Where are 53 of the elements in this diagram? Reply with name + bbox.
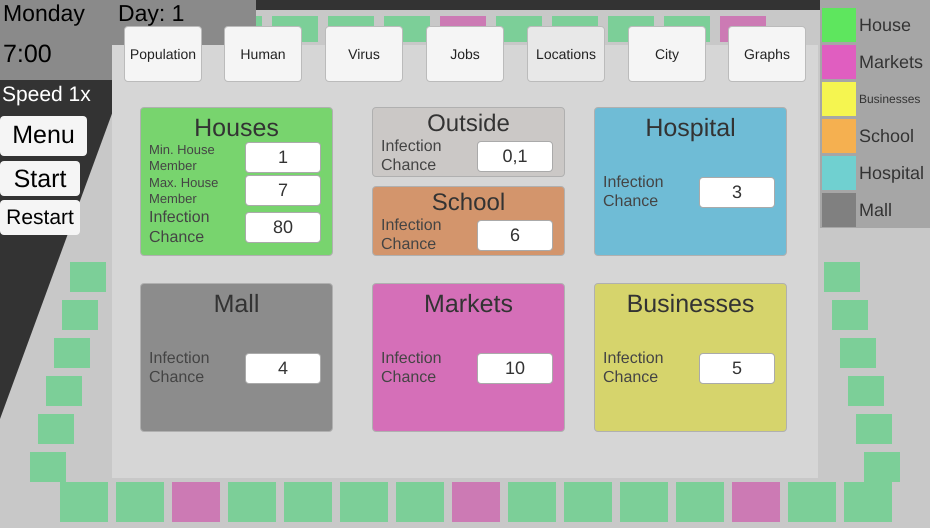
value-field: 3 <box>699 176 775 208</box>
card-title: Outside <box>427 112 510 136</box>
value-field: 1 <box>245 142 321 174</box>
location-card <box>594 283 787 432</box>
value-field: 5 <box>699 352 775 384</box>
tab-button: Locations <box>527 26 605 82</box>
location-card <box>594 107 787 256</box>
settings-panel <box>112 45 818 478</box>
field-label: Infection Chance <box>603 348 664 388</box>
time-label: 7:00 <box>3 42 52 67</box>
field-label: Infection Chance <box>381 348 442 388</box>
value-field: 6 <box>477 220 553 250</box>
location-card <box>372 283 565 432</box>
menu-button: Menu <box>0 116 87 156</box>
location-card <box>372 107 565 177</box>
legend-label: Businesses <box>859 92 920 104</box>
field-label: Infection Chance <box>381 136 442 176</box>
start-button: Start <box>0 161 80 196</box>
location-card <box>140 283 333 432</box>
card-title: Markets <box>424 292 513 317</box>
legend-label: House <box>859 16 912 34</box>
field-label: Infection Chance <box>149 208 210 247</box>
card-title: Mall <box>214 292 260 317</box>
legend-label: Mall <box>859 200 892 218</box>
field-label: Min. House Member <box>149 142 216 174</box>
tab-button: Population <box>124 26 202 82</box>
card-title: Hospital <box>645 116 736 141</box>
value-field: 4 <box>245 352 321 384</box>
card-title: Houses <box>194 116 279 141</box>
tab-button: Jobs <box>426 26 504 82</box>
day-label: Monday <box>3 2 85 25</box>
tab-button: Virus <box>325 26 403 82</box>
field-label: Infection Chance <box>381 216 442 254</box>
tab-button: Graphs <box>728 26 806 82</box>
legend-label: Markets <box>859 52 924 70</box>
field-label: Max. House Member <box>149 175 220 206</box>
location-card <box>140 107 333 256</box>
value-field: 10 <box>477 352 553 384</box>
tab-button: Human <box>224 26 302 82</box>
field-label: Infection Chance <box>149 348 210 388</box>
location-card <box>372 186 565 256</box>
legend-label: School <box>859 126 914 144</box>
field-label: Infection Chance <box>603 172 664 212</box>
day-counter: Day: 1 <box>118 2 184 25</box>
card-title: School <box>432 191 506 215</box>
legend-label: Hospital <box>859 164 924 182</box>
value-field: 0,1 <box>477 140 553 172</box>
card-title: Businesses <box>626 292 754 317</box>
speed-label: Speed 1x <box>2 84 91 105</box>
tab-button: City <box>628 26 706 82</box>
value-field: 7 <box>245 175 321 206</box>
restart-button: Restart <box>0 200 80 235</box>
value-field: 80 <box>245 212 321 244</box>
